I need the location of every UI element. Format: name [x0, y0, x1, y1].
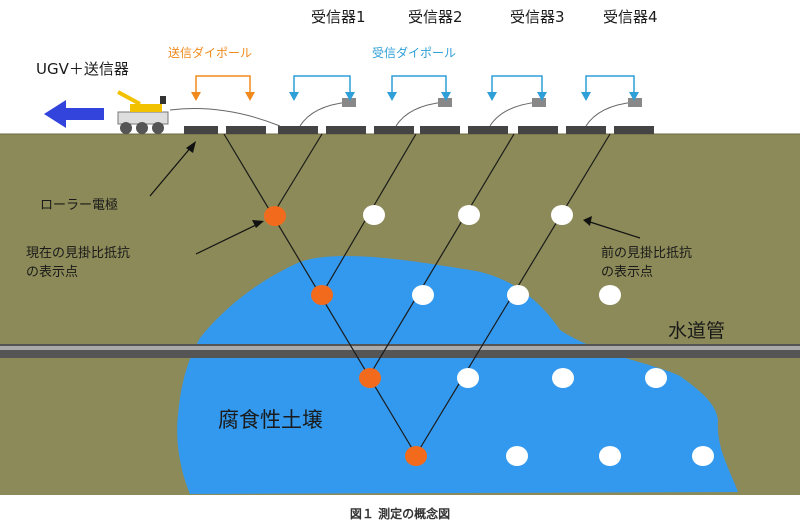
figure-caption: 図１ 測定の概念図	[349, 507, 451, 521]
travel-direction-arrow	[44, 100, 104, 128]
previous-points	[363, 205, 714, 466]
receiver-boxes	[342, 98, 642, 107]
corrosive-soil-label: 腐食性土壌	[218, 408, 323, 432]
previous-point-label: 前の見掛比抵抗 の表示点	[601, 246, 693, 280]
transmitter-dipole-bracket	[191, 75, 255, 101]
transmitter-dipole-label: 送信ダイポール	[168, 46, 253, 60]
current-points	[264, 206, 427, 466]
roller-electrodes	[184, 126, 654, 134]
receiver-3-label: 受信器3	[510, 8, 565, 26]
receiver-4-label: 受信器4	[603, 8, 658, 26]
receiver-1-label: 受信器1	[311, 8, 366, 26]
ugv-vehicle	[117, 90, 169, 134]
ugv-transmitter-label: UGV＋送信器	[36, 60, 129, 78]
receiver-dipole-brackets	[289, 75, 639, 101]
roller-electrode-label: ローラー電極	[40, 198, 119, 213]
receiver-units	[169, 101, 635, 127]
annotation-arrows	[149, 141, 641, 255]
water-pipe-label: 水道管	[668, 320, 726, 342]
water-pipe-highlight	[0, 346, 800, 350]
receiver-dipole-label: 受信ダイポール	[372, 46, 457, 60]
receiver-2-label: 受信器2	[408, 8, 463, 26]
current-point-label: 現在の見掛比抵抗 の表示点	[26, 246, 131, 280]
